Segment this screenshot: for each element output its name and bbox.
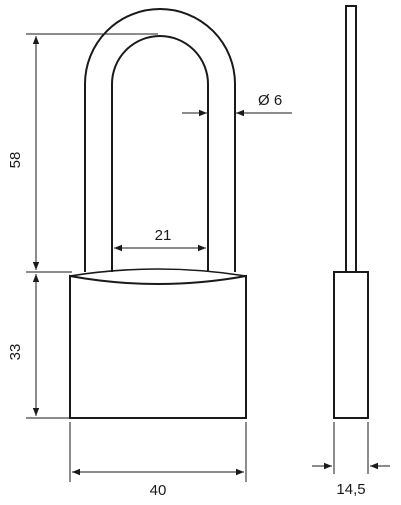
dim-label-shackle-height: 58 [7, 152, 24, 169]
dim-label-body-thickness: 14,5 [336, 481, 365, 498]
dim-label-body-width: 40 [150, 482, 167, 499]
dim-label-shackle-inner-width: 21 [155, 227, 172, 244]
dim-label-shackle-diameter: Ø 6 [258, 92, 282, 109]
side-body [333, 271, 369, 419]
side-shackle [345, 5, 357, 273]
padlock-front-view [69, 8, 247, 419]
dim-label-body-height: 33 [7, 344, 24, 361]
shackle-inner [111, 35, 209, 272]
lock-body-top-edge [69, 268, 247, 277]
shackle-outer [84, 8, 236, 272]
extension-lines [26, 33, 369, 482]
padlock-side-view [333, 5, 369, 419]
lock-body [69, 274, 247, 419]
